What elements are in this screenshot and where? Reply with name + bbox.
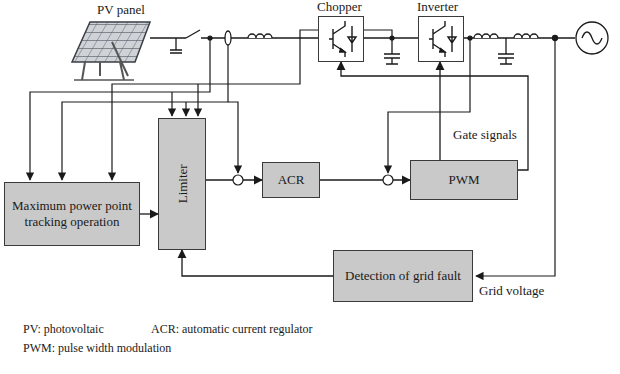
limiter-box: Limiter: [158, 118, 206, 250]
igbt-symbol: [319, 17, 363, 61]
component-heading: Chopper: [317, 0, 362, 15]
inverter-box: Inverter: [418, 16, 464, 62]
power-line: [150, 22, 608, 64]
pv-panel: [72, 22, 150, 80]
fault-detection-box: Detection of grid fault: [333, 250, 473, 302]
abbreviation-note: PV: photovoltaic: [22, 322, 105, 337]
box-label: ACR: [278, 172, 305, 188]
panel-label: PV panel: [96, 2, 146, 18]
component-heading: Inverter: [417, 0, 458, 15]
signal-label: Grid voltage: [478, 283, 545, 299]
signal-connector: [140, 213, 158, 214]
box-label: PWM: [448, 172, 479, 188]
mppt-box: Maximum power point tracking operation: [4, 182, 140, 246]
signal-connector: [439, 62, 440, 160]
signal-connector: [341, 62, 528, 170]
box-label: Maximum power point tracking operation: [11, 198, 133, 229]
pwm-box: PWM: [410, 160, 518, 200]
chopper-box: Chopper: [318, 16, 364, 62]
signal-label: Gate signals: [452, 127, 518, 143]
signal-connector: [320, 179, 410, 180]
signal-connector: [182, 250, 333, 276]
igbt-symbol: [419, 17, 463, 61]
box-label: Limiter: [174, 165, 190, 204]
box-label: Detection of grid fault: [345, 268, 461, 284]
abbreviation-note: ACR: automatic current regulator: [150, 322, 314, 337]
abbreviation-note: PWM: pulse width modulation: [22, 341, 172, 356]
acr-box: ACR: [262, 162, 320, 198]
